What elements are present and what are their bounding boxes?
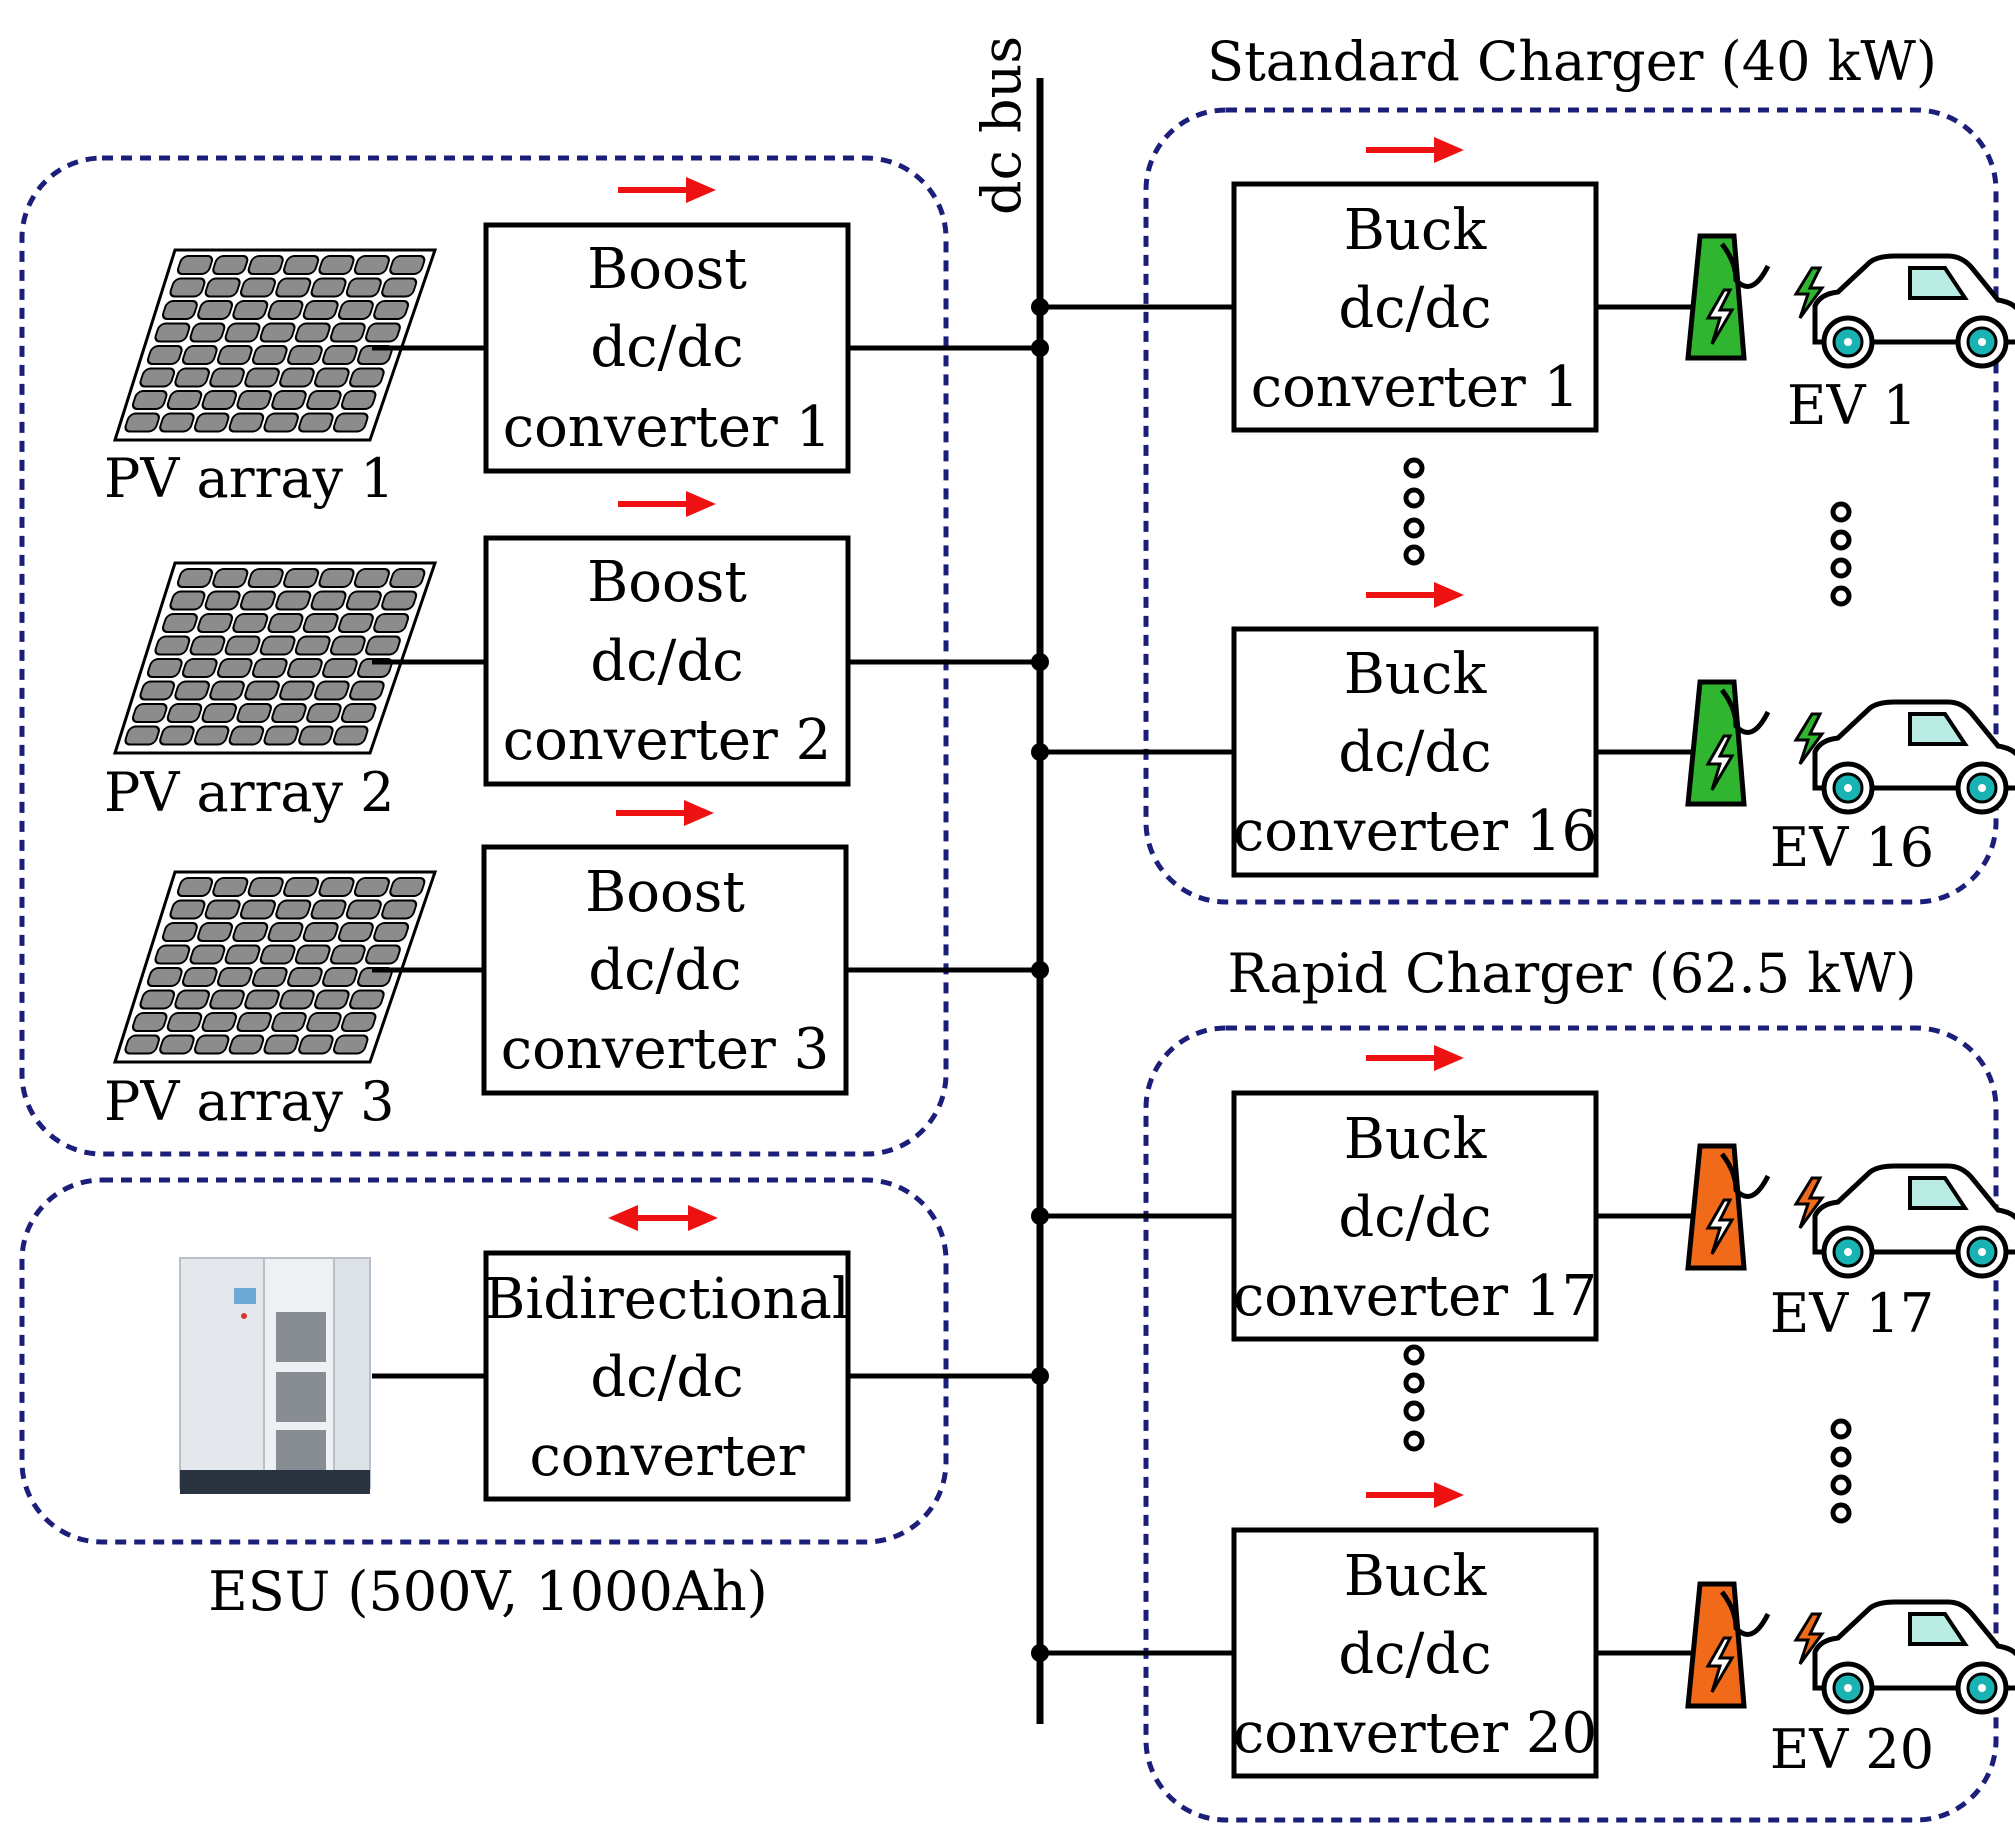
bus-node <box>1031 1644 1049 1662</box>
electric-car-icon <box>1815 702 2015 812</box>
bidirectional-arrowhead-right <box>688 1205 718 1231</box>
ev-bolt-icon <box>1793 1612 1825 1665</box>
ev-label: EV 1 <box>1787 374 1917 437</box>
converter-line3: converter 16 <box>1233 799 1597 864</box>
buck-converter-box <box>1231 181 1599 433</box>
buck-converter-box <box>1231 626 1599 878</box>
bidirectional-converter-box <box>483 1250 851 1502</box>
power-flow-arrowhead <box>686 177 716 203</box>
bus-node <box>1031 743 1049 761</box>
converter-line1: Buck <box>1344 1544 1488 1609</box>
ellipsis-dots <box>1403 457 1852 1524</box>
rapid-group-title: Rapid Charger (62.5 kW) <box>1227 942 1916 1005</box>
power-flow-arrowhead <box>1434 137 1464 163</box>
standard-charger-row-1: Buck dc/dc converter 1 EV 1 <box>1031 137 2015 437</box>
ev-label: EV 17 <box>1770 1282 1934 1345</box>
pv-row-1: Boost dc/dc converter 1 PV array 1 <box>104 177 1049 510</box>
rapid-charger-row-20: Buck dc/dc converter 20 EV 20 <box>1031 1482 2015 1781</box>
ev-label: EV 16 <box>1770 816 1934 879</box>
esu-row: Bidirectional dc/dc converter <box>179 1205 1049 1502</box>
bus-node <box>1031 1207 1049 1225</box>
ev-label: EV 20 <box>1770 1718 1934 1781</box>
pv-array-label: PV array 1 <box>104 447 395 510</box>
pv-array-label: PV array 2 <box>104 761 395 824</box>
pv-panel-icon <box>113 248 437 442</box>
charging-station-icon <box>1685 1143 1771 1271</box>
electric-car-icon <box>1815 256 2015 366</box>
power-flow-arrowhead <box>1434 1045 1464 1071</box>
esu-group-border <box>19 1177 949 1545</box>
electric-car-icon <box>1815 1602 2015 1712</box>
power-flow-arrowhead <box>1434 582 1464 608</box>
converter-line2: dc/dc <box>1338 720 1491 785</box>
buck-converter-box <box>1231 1090 1599 1342</box>
bus-node <box>1031 653 1049 671</box>
standard-group-border <box>1143 107 1999 905</box>
standard-charger-row-16: Buck dc/dc converter 16 EV 16 <box>1031 582 2015 879</box>
power-flow-arrowhead <box>1434 1482 1464 1508</box>
dc-bus-label: dc bus <box>970 36 1033 215</box>
pv-group-border <box>19 155 949 1157</box>
bus-node <box>1031 1367 1049 1385</box>
bus-node <box>1031 339 1049 357</box>
converter-line2: dc/dc <box>590 629 743 694</box>
pv-row-2: Boost dc/dc converter 2 PV array 2 <box>104 491 1049 824</box>
converter-line3: converter 17 <box>1233 1264 1597 1329</box>
charging-station-icon <box>1685 233 1771 361</box>
ev-bolt-icon <box>1793 1176 1825 1229</box>
converter-line1: Boost <box>585 860 745 925</box>
converter-line1: Boost <box>587 550 747 615</box>
converter-line2: dc/dc <box>588 938 741 1003</box>
pv-panel-icon <box>113 561 437 755</box>
bus-node <box>1031 298 1049 316</box>
boost-converter-box <box>483 222 851 474</box>
pv-row-3: Boost dc/dc converter 3 PV array 3 <box>104 800 1049 1133</box>
pv-panel-icon <box>113 870 437 1064</box>
converter-line1: Boost <box>587 237 747 302</box>
converter-line2: dc/dc <box>1338 1185 1491 1250</box>
charging-station-icon <box>1685 679 1771 807</box>
converter-line2: dc/dc <box>1338 276 1491 341</box>
converter-line3: converter 3 <box>501 1017 830 1082</box>
esu-group-title: ESU (500V, 1000Ah) <box>208 1560 767 1623</box>
bus-node <box>1031 961 1049 979</box>
rapid-charger-row-17: Buck dc/dc converter 17 EV 17 <box>1031 1045 2015 1345</box>
bidirectional-arrowhead-left <box>608 1205 638 1231</box>
converter-line3: converter 2 <box>503 708 832 773</box>
standard-group-title: Standard Charger (40 kW) <box>1207 30 1937 93</box>
converter-line3: converter 20 <box>1233 1701 1597 1766</box>
battery-cabinet-icon <box>179 1257 371 1494</box>
boost-converter-box <box>483 535 851 787</box>
power-flow-arrowhead <box>686 491 716 517</box>
converter-line3: converter 1 <box>1251 355 1580 420</box>
pv-array-label: PV array 3 <box>104 1070 395 1133</box>
converter-line1: Buck <box>1344 198 1488 263</box>
converter-line1: Buck <box>1344 642 1488 707</box>
converter-line2: dc/dc <box>1338 1622 1491 1687</box>
rapid-group-border <box>1143 1025 1999 1823</box>
converter-line1: Buck <box>1344 1107 1488 1172</box>
ev-bolt-icon <box>1793 712 1825 765</box>
converter-line1: Bidirectional <box>484 1267 850 1332</box>
electric-car-icon <box>1815 1166 2015 1276</box>
converter-line2: dc/dc <box>590 315 743 380</box>
converter-line2: dc/dc <box>590 1345 743 1410</box>
power-flow-arrowhead <box>684 800 714 826</box>
converter-line3: converter 1 <box>503 395 832 460</box>
buck-converter-box <box>1231 1527 1599 1779</box>
ev-bolt-icon <box>1793 266 1825 319</box>
charging-station-icon <box>1685 1581 1771 1709</box>
converter-line3: converter <box>529 1424 804 1489</box>
